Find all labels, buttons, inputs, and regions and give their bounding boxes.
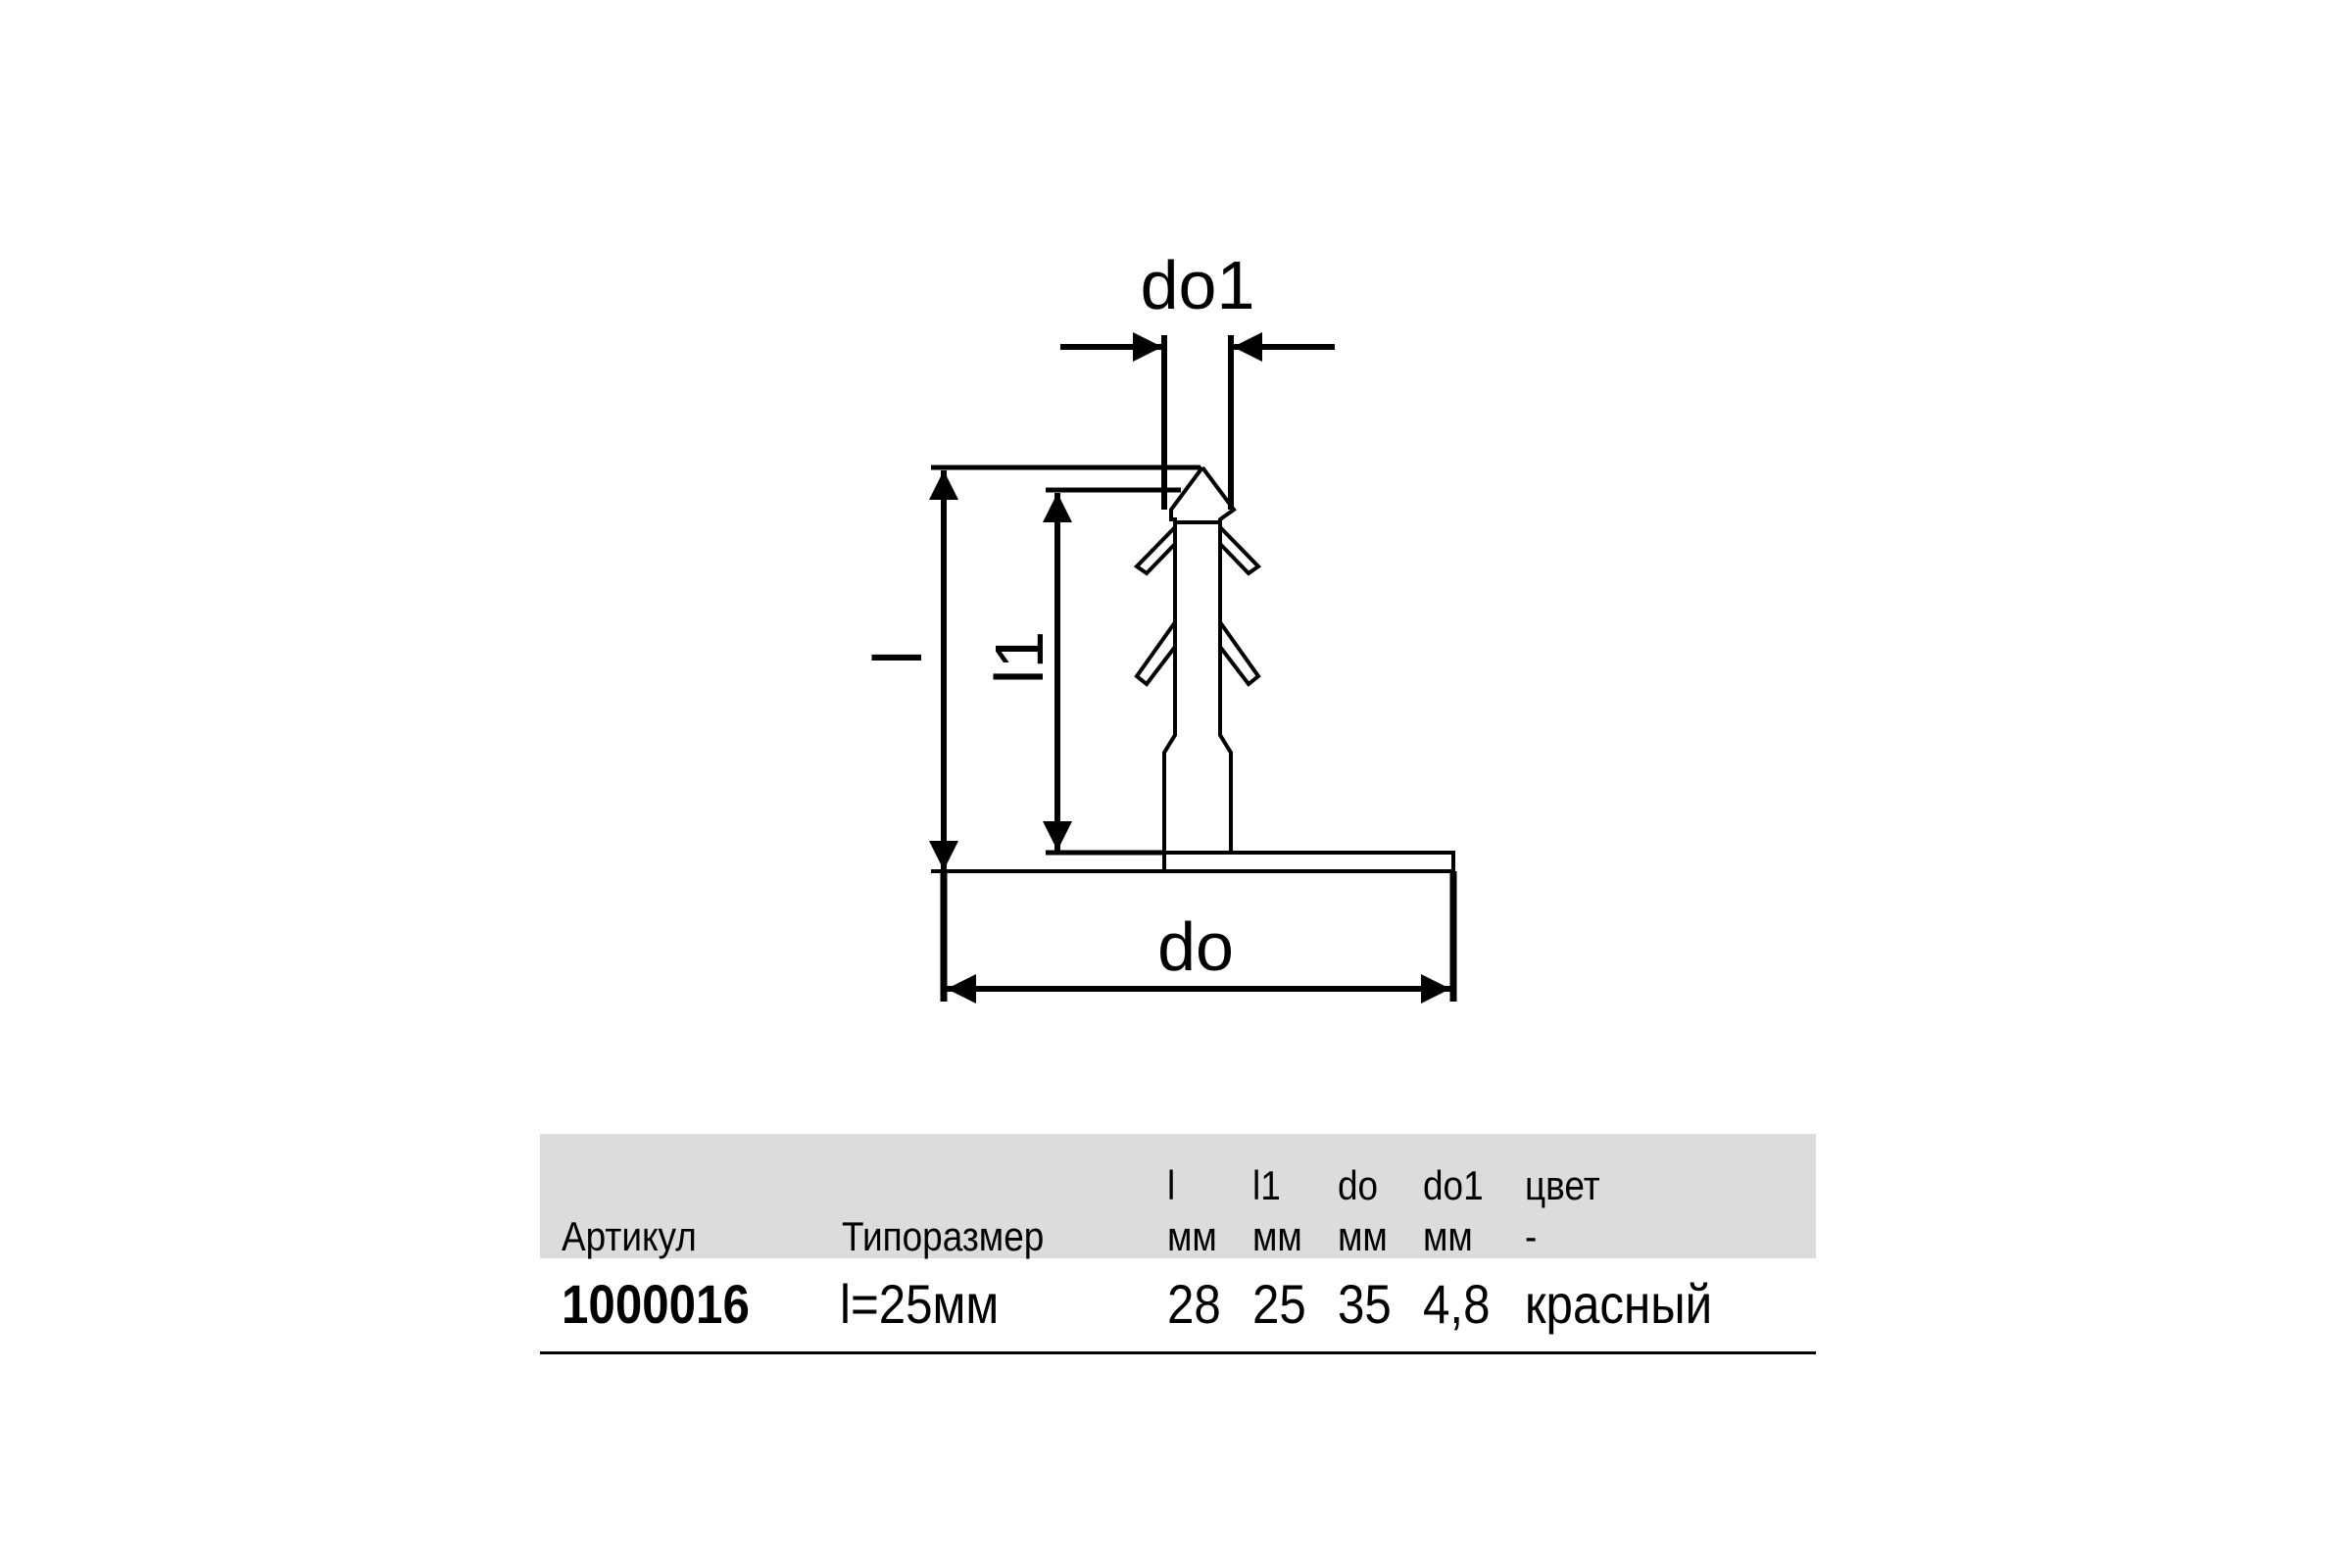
cell-color: красный	[1525, 1273, 1713, 1335]
l1-dimension	[1043, 493, 1164, 856]
do-dimension	[940, 871, 1457, 1004]
l1-label: l1	[981, 631, 1057, 684]
do1-label: do1	[1141, 247, 1255, 323]
dowel-head-plate	[1162, 851, 1455, 873]
header-do1: do1	[1423, 1162, 1484, 1208]
dowel-technical-drawing: do1 do l l1	[859, 247, 1457, 1004]
unit-l1: мм	[1252, 1213, 1302, 1259]
cell-size: l=25мм	[840, 1273, 1000, 1335]
unit-color: -	[1525, 1213, 1538, 1259]
cell-l1: 25	[1252, 1273, 1306, 1335]
table-header-background	[540, 1134, 1816, 1258]
dowel-body	[1133, 466, 1262, 853]
cell-l: 28	[1167, 1273, 1221, 1335]
header-article: Артикул	[562, 1213, 697, 1259]
cell-do: 35	[1338, 1273, 1392, 1335]
header-l1: l1	[1252, 1162, 1281, 1208]
unit-do1: мм	[1423, 1213, 1473, 1259]
table-bottom-rule	[540, 1351, 1816, 1354]
unit-do: мм	[1338, 1213, 1388, 1259]
do-label: do	[1157, 908, 1234, 985]
header-l: l	[1167, 1162, 1176, 1208]
header-color: цвет	[1525, 1162, 1600, 1208]
header-do: do	[1338, 1162, 1379, 1208]
unit-l: мм	[1167, 1213, 1217, 1259]
cell-do1: 4,8	[1423, 1273, 1491, 1335]
l-label: l	[859, 650, 936, 665]
do1-dimension	[1060, 332, 1335, 510]
header-size: Типоразмер	[842, 1213, 1045, 1259]
cell-article: 1000016	[562, 1273, 750, 1335]
